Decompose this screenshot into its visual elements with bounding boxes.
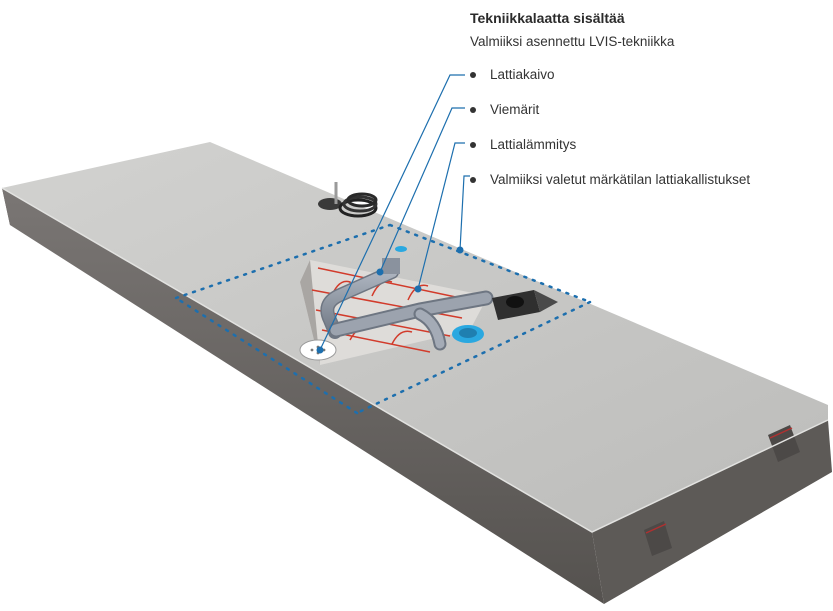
leader-viemarit <box>379 107 465 273</box>
feature-list: Lattiakaivo Viemärit Lattialämmitys Valm… <box>470 67 750 207</box>
sewer-pipes <box>320 258 494 351</box>
bullet-icon <box>470 107 476 113</box>
leader-lattiakaivo <box>319 74 465 351</box>
diagram-title: Tekniikkalaatta sisältää <box>470 10 625 26</box>
region-line-back <box>174 223 392 300</box>
slab-front-face <box>2 188 604 604</box>
blue-drain <box>395 246 484 343</box>
list-item: Valmiiksi valetut märkätilan lattiakalli… <box>470 172 750 207</box>
leader-dots <box>316 246 464 354</box>
joint-notch-right <box>768 425 800 462</box>
technical-recess <box>299 246 558 365</box>
list-item: Lattiakaivo <box>470 67 750 102</box>
electrical-conduit <box>318 182 378 218</box>
bullet-icon <box>470 177 476 183</box>
bullet-icon <box>470 72 476 78</box>
list-item-label: Viemärit <box>490 102 540 117</box>
region-outline <box>174 223 592 415</box>
joint-notch-front <box>644 521 672 556</box>
list-item: Lattialämmitys <box>470 137 750 172</box>
region-line-front <box>355 300 592 415</box>
list-item-label: Lattiakaivo <box>490 67 555 82</box>
list-item: Viemärit <box>470 102 750 137</box>
leader-lattialammitys <box>417 142 465 290</box>
slab-right-face <box>592 420 832 604</box>
leader-lines <box>319 74 470 351</box>
leader-kallistukset <box>459 175 470 251</box>
concrete-slab <box>1 142 832 604</box>
bullet-icon <box>470 142 476 148</box>
region-line-left <box>174 296 359 415</box>
service-opening <box>492 290 558 320</box>
region-line-mid <box>388 223 592 304</box>
list-item-label: Lattialämmitys <box>490 137 577 152</box>
list-item-label: Valmiiksi valetut märkätilan lattiakalli… <box>490 172 751 187</box>
diagram-subtitle: Valmiiksi asennettu LVIS-tekniikka <box>470 34 675 49</box>
